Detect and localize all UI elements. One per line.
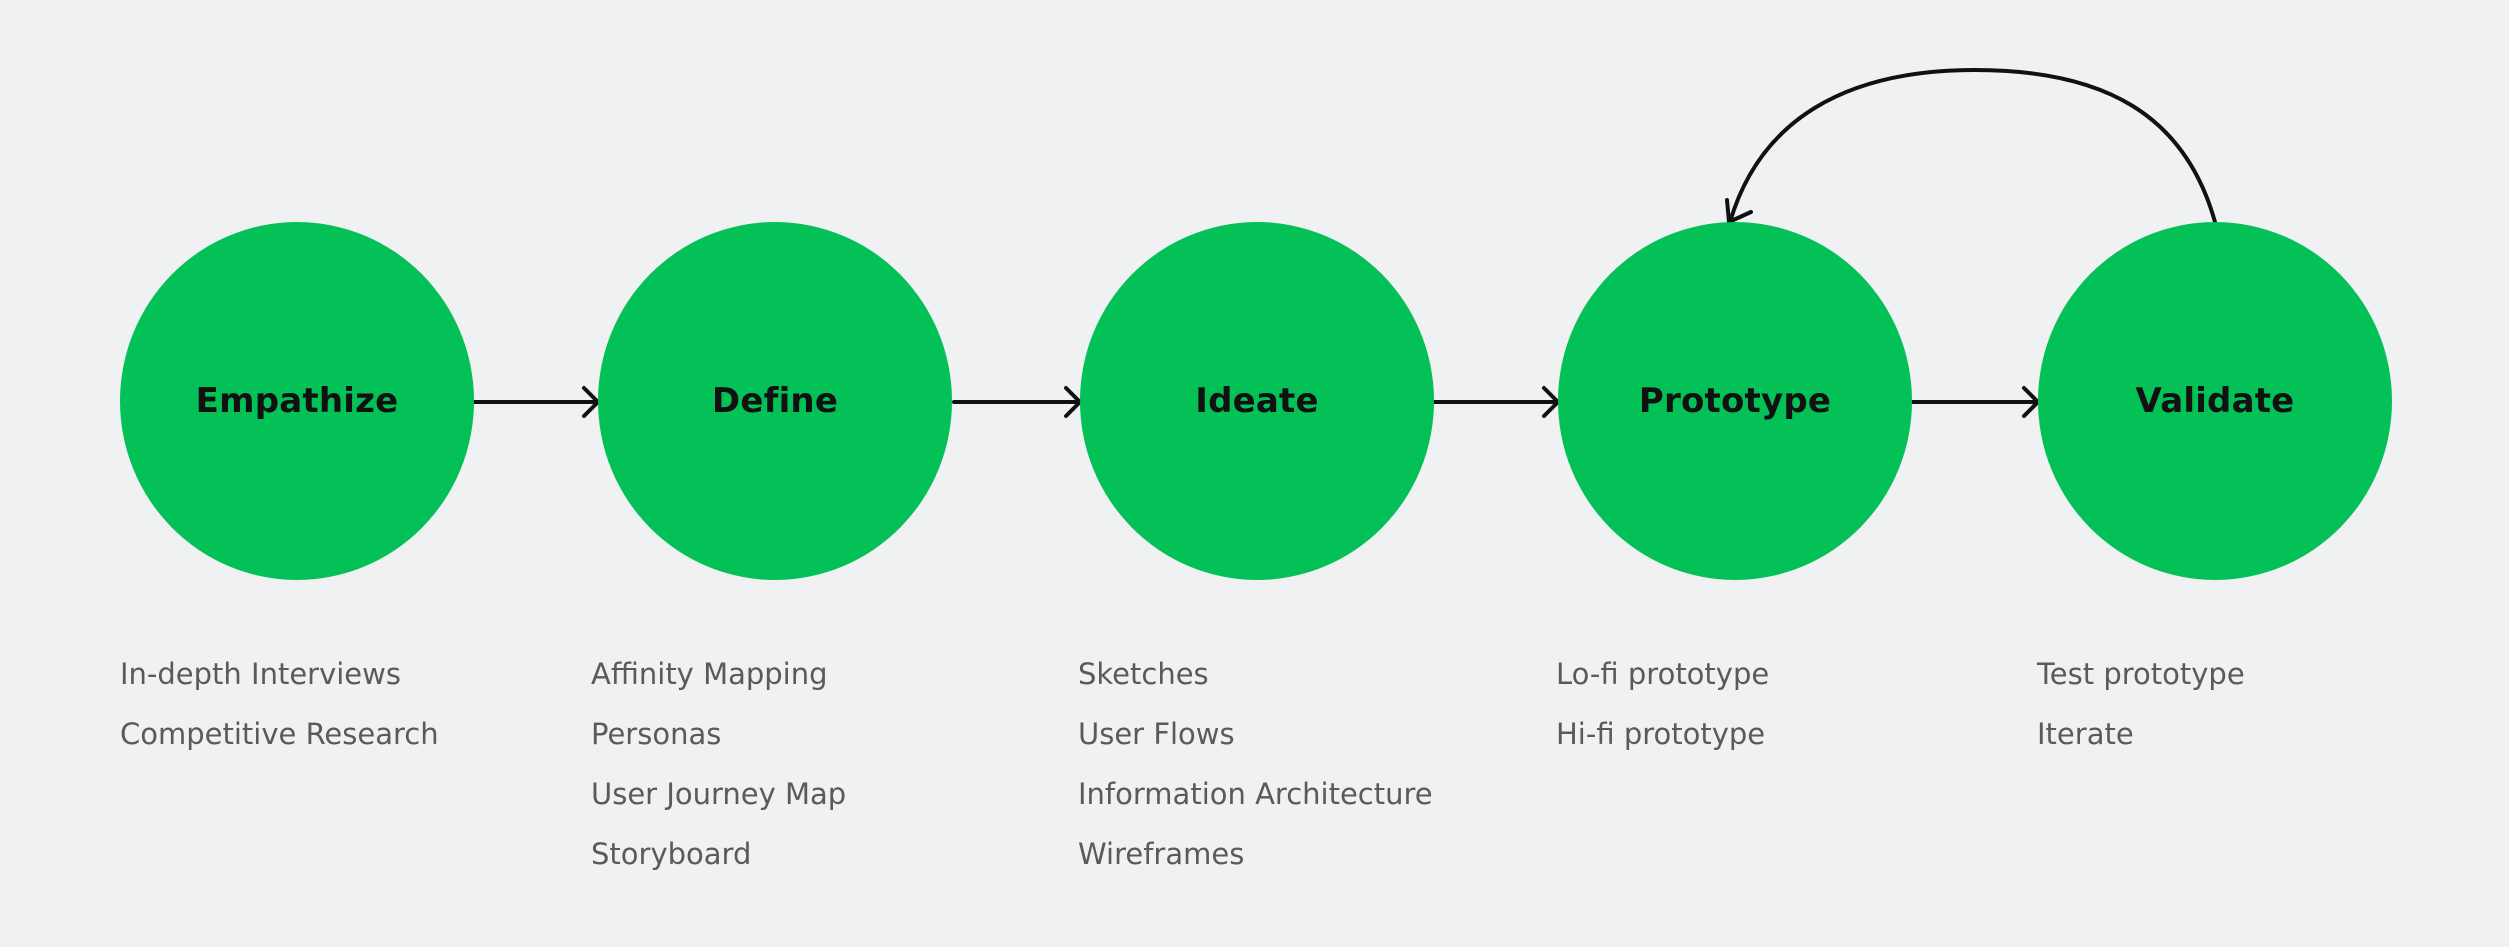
list-item: User Journey Map <box>591 777 847 811</box>
list-item: Storyboard <box>591 837 752 871</box>
stage-title: Empathize <box>195 381 399 421</box>
ideate-activities: Sketches User Flows Information Architec… <box>1078 652 1433 892</box>
stage-validate: Validate <box>2038 222 2392 580</box>
loop-back-arrow-icon <box>1725 68 2217 224</box>
list-item: Information Architecture <box>1078 777 1433 811</box>
stage-title: Ideate <box>1195 381 1319 421</box>
validate-activities: Test prototype Iterate <box>2037 652 2245 772</box>
list-item: Lo-fi prototype <box>1556 657 1770 691</box>
list-item: Affinity Mapping <box>591 657 828 691</box>
list-item: Competitive Research <box>120 717 439 751</box>
list-item: Test prototype <box>2037 657 2245 691</box>
list-item: Personas <box>591 717 722 751</box>
arrow-right-icon <box>1431 386 1560 418</box>
stage-ideate: Ideate <box>1080 222 1434 580</box>
stage-title: Prototype <box>1638 381 1832 421</box>
arrow-right-icon <box>1910 386 2040 418</box>
stage-title: Define <box>711 381 839 421</box>
list-item: Hi-fi prototype <box>1556 717 1766 751</box>
list-item: Iterate <box>2037 717 2134 751</box>
arrow-right-icon <box>952 386 1082 418</box>
list-item: In-depth Interviews <box>120 657 401 691</box>
list-item: Wireframes <box>1078 837 1245 871</box>
prototype-activities: Lo-fi prototype Hi-fi prototype <box>1556 652 1769 772</box>
stage-title: Validate <box>2135 381 2295 421</box>
define-activities: Affinity Mapping Personas User Journey M… <box>591 652 846 892</box>
list-item: User Flows <box>1078 717 1235 751</box>
stage-define: Define <box>598 222 952 580</box>
stage-empathize: Empathize <box>120 222 474 580</box>
stage-prototype: Prototype <box>1558 222 1912 580</box>
list-item: Sketches <box>1078 657 1209 691</box>
arrow-right-icon <box>470 386 600 418</box>
empathize-activities: In-depth Interviews Competitive Research <box>120 652 439 772</box>
